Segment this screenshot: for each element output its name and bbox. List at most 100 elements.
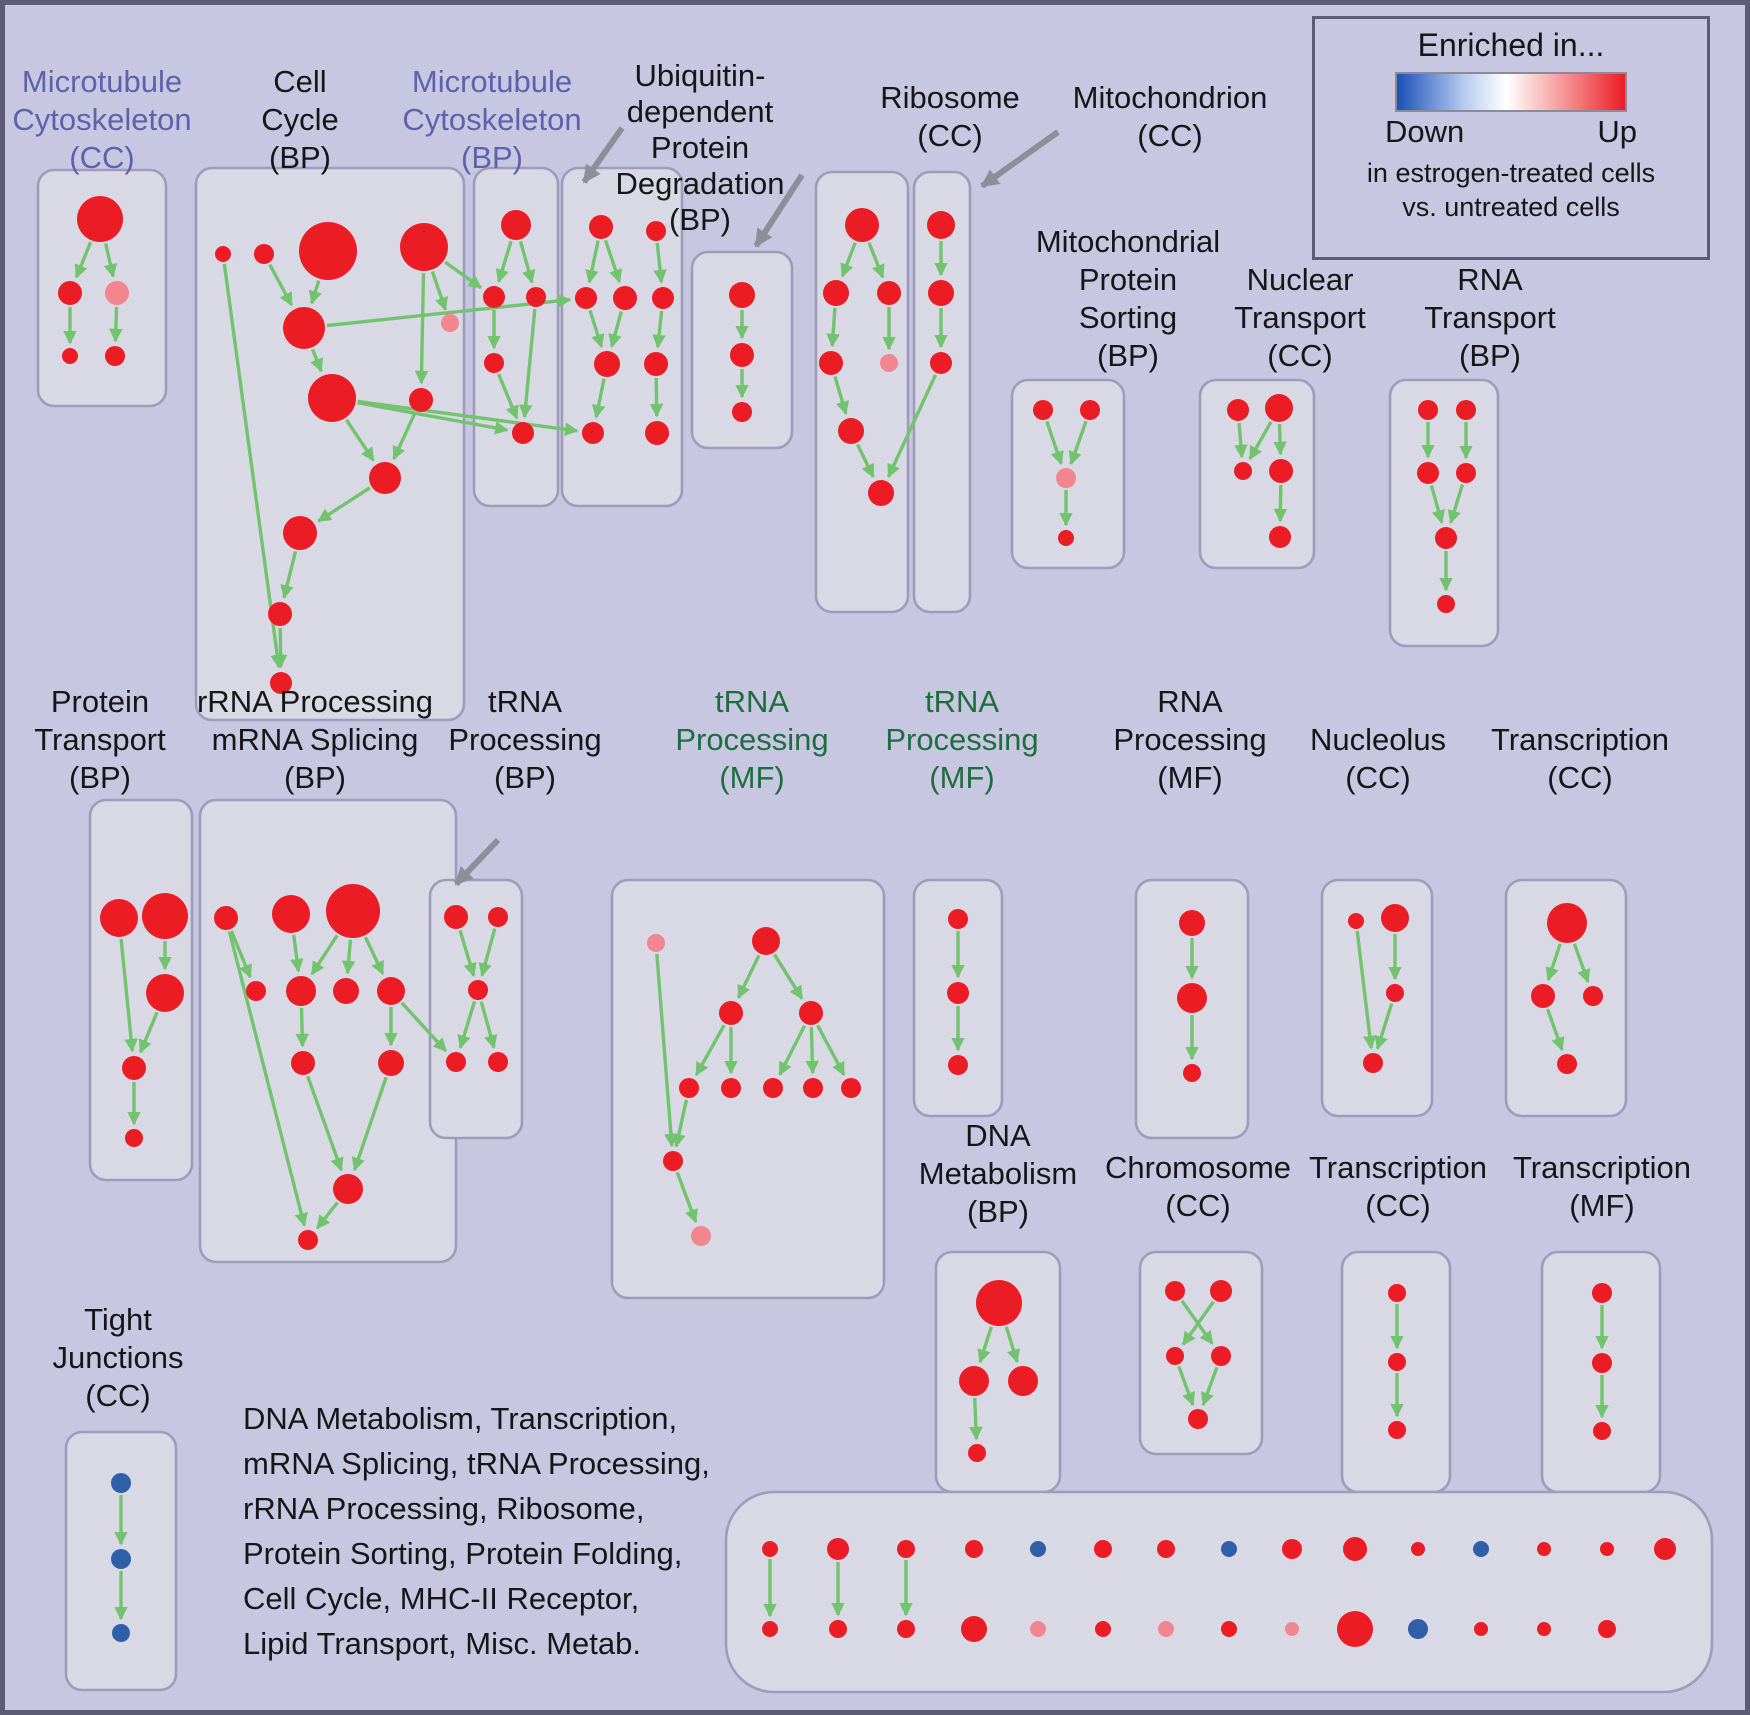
go-edge	[351, 1076, 388, 1172]
go-edge	[518, 240, 536, 284]
go-node-misc-terms-23	[1285, 1622, 1299, 1636]
go-node-transcription-cc-1-0	[1547, 903, 1587, 943]
annotation-arrow	[753, 173, 805, 248]
go-edge	[308, 280, 322, 305]
legend-down-label: Down	[1385, 114, 1465, 149]
go-node-chromosome-2	[1166, 1347, 1184, 1365]
go-node-dna-metabolism-2	[1008, 1366, 1038, 1396]
go-node-mitochondrion-1	[928, 280, 954, 306]
go-edge	[805, 1026, 820, 1075]
go-node-transcription-cc-1-1	[1531, 984, 1555, 1008]
go-node-nuclear-transport-2	[1234, 462, 1252, 480]
cluster-box-ubiquitin-bp	[560, 166, 684, 508]
go-edge	[430, 271, 448, 312]
go-node-misc-terms-17	[897, 1620, 915, 1638]
go-edge	[969, 1397, 983, 1441]
cluster-box-mitochondrion	[912, 170, 972, 614]
go-node-microtubule-bp-1	[483, 286, 505, 308]
go-node-trna-bp-1	[488, 907, 508, 927]
go-node-nucleolus-1	[1381, 904, 1409, 932]
go-node-ribosome-3	[819, 351, 843, 375]
go-node-trna-mf-large-6	[763, 1078, 783, 1098]
go-node-misc-terms-13	[1600, 1542, 1614, 1556]
go-node-rrna-mrna-2	[326, 884, 380, 938]
go-node-transcription-cc-1-3	[1557, 1054, 1577, 1074]
go-edge	[74, 241, 93, 279]
go-edge	[826, 307, 840, 348]
go-node-ubiquitin-bp-7	[582, 422, 604, 444]
legend-context-line-1: in estrogen-treated cells	[1366, 158, 1656, 188]
go-edge	[280, 551, 298, 599]
go-node-cell-cycle-9	[283, 516, 317, 550]
go-edge	[103, 242, 118, 278]
go-node-misc-terms-0	[762, 1541, 778, 1557]
legend-up-label: Up	[1597, 114, 1637, 149]
edge-layer	[63, 239, 1609, 1621]
go-node-trna-bp-4	[488, 1052, 508, 1072]
go-edge	[816, 1024, 846, 1076]
go-node-tight-junctions-2	[112, 1624, 130, 1642]
go-node-microtubule-cc-2	[105, 281, 129, 305]
go-node-mito-protein-sorting-1	[1080, 400, 1100, 420]
go-node-rrna-mrna-4	[286, 976, 316, 1006]
go-node-trna-mf-large-2	[719, 1001, 743, 1025]
go-edge	[1200, 1366, 1219, 1407]
go-node-trna-mf-large-4	[679, 1078, 699, 1098]
note-line-4: Protein Sorting, Protein Folding,	[243, 1536, 683, 1571]
go-edge	[295, 1007, 309, 1048]
legend-gradient-bar	[1395, 72, 1627, 112]
go-node-microtubule-bp-2	[526, 287, 546, 307]
go-edge	[585, 240, 600, 284]
go-node-ubiquitin-chain-0	[729, 282, 755, 308]
go-node-ribosome-1	[823, 280, 849, 306]
go-node-misc-terms-19	[1030, 1621, 1046, 1637]
go-edge	[652, 310, 666, 349]
go-node-misc-terms-25	[1408, 1619, 1428, 1639]
go-node-misc-terms-22	[1221, 1621, 1237, 1637]
go-edge	[458, 929, 477, 977]
go-edge	[414, 272, 429, 385]
go-node-cell-cycle-6	[308, 374, 356, 422]
go-node-misc-terms-5	[1094, 1540, 1112, 1558]
go-node-rrna-mrna-5	[333, 978, 359, 1004]
cluster-box-trna-bp	[428, 878, 524, 1140]
go-node-chromosome-0	[1165, 1281, 1185, 1301]
go-edge	[315, 1201, 339, 1230]
go-node-transcription-mf-0	[1592, 1283, 1612, 1303]
go-node-cell-cycle-3	[400, 223, 448, 271]
legend-title: Enriched in...	[1417, 27, 1605, 63]
go-node-microtubule-cc-3	[62, 348, 78, 364]
cluster-label-transcription-cc-1: Transcription(CC)	[1491, 722, 1669, 795]
go-node-ubiquitin-bp-0	[589, 215, 613, 239]
go-edge	[273, 627, 288, 669]
go-node-rrna-mrna-10	[298, 1230, 318, 1250]
go-edge	[317, 486, 371, 523]
go-node-ubiquitin-bp-3	[613, 286, 637, 310]
go-node-cell-cycle-5	[441, 314, 459, 332]
go-edge	[310, 934, 339, 976]
go-edge	[1545, 943, 1562, 982]
go-edge	[457, 1000, 477, 1049]
go-node-dna-metabolism-3	[968, 1444, 986, 1462]
go-node-trna-mf-large-7	[803, 1078, 823, 1098]
go-node-tight-junctions-0	[111, 1473, 131, 1493]
go-node-transcription-cc-1-2	[1583, 986, 1603, 1006]
cluster-label-chromosome: Chromosome(CC)	[1105, 1150, 1291, 1223]
go-edge	[1546, 1008, 1565, 1052]
go-node-ribosome-6	[868, 480, 894, 506]
go-node-rna-processing-mf-1	[1177, 983, 1207, 1013]
go-edge	[856, 443, 875, 479]
go-node-nucleolus-0	[1348, 913, 1364, 929]
legend: Enriched in... Down Up in estrogen-treat…	[1312, 16, 1710, 260]
go-node-protein-transport-2	[146, 974, 184, 1012]
go-node-mitochondrion-2	[930, 352, 952, 374]
